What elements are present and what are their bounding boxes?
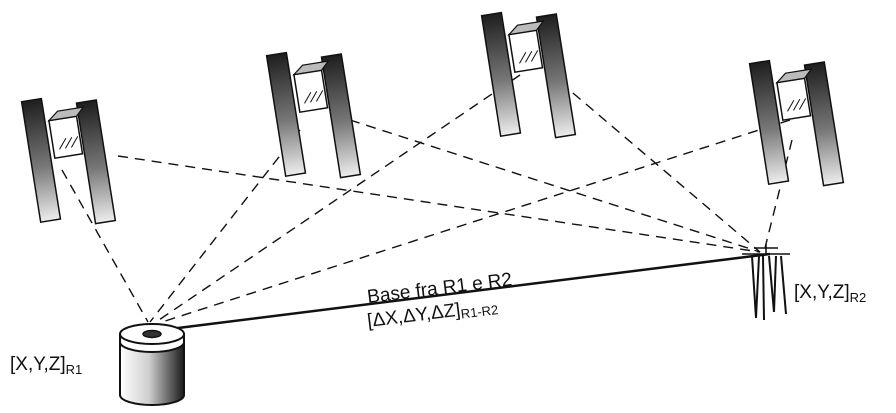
signal-lines [61,74,793,323]
receiver-r2-coordinates-subscript: R2 [850,290,867,305]
receiver-r2-tripod-icon [742,244,790,321]
satellite-icon [20,97,117,225]
receiver-r1-coordinates-main: [X,Y,Z] [10,354,66,375]
satellite-icon [480,11,577,139]
receiver-r1-coordinates: [X,Y,Z]R1 [10,354,82,377]
receiver-r2-coordinates: [X,Y,Z]R2 [794,282,866,305]
receiver-r1-icon [119,323,185,406]
signal-line-sat4-r1 [161,119,791,323]
baseline-vector-subscript: R1-R2 [460,302,499,321]
signal-line-sat4-r2 [763,139,793,253]
satellite-icon [265,51,362,179]
signal-line-sat2-r1 [149,129,301,323]
signal-line-sat1-r1 [61,169,149,323]
satellite-icon [748,59,845,187]
receiver-r1-coordinates-subscript: R1 [66,362,83,377]
baseline-line [161,252,771,332]
signal-line-sat3-r2 [559,81,761,253]
signal-line-sat3-r1 [155,74,521,323]
signal-line-sat2-r2 [349,119,761,253]
receiver-r2-coordinates-main: [X,Y,Z] [794,282,850,303]
signal-line-sat1-r2 [117,155,761,253]
